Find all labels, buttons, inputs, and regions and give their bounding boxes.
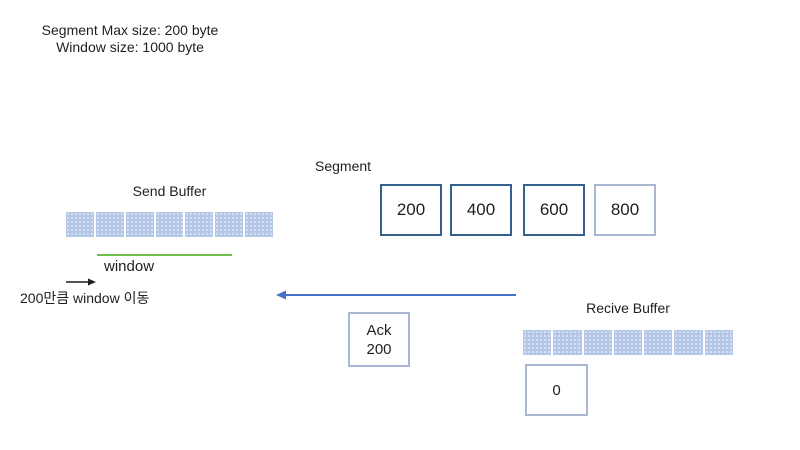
buffer-cell	[583, 330, 612, 355]
window-range-line	[97, 254, 232, 256]
receive-buffer-cells	[523, 330, 733, 355]
window-size-text: Window size: 1000 byte	[56, 39, 204, 55]
buffer-cell	[644, 330, 673, 355]
expected-seq-box: 0	[525, 364, 588, 416]
send-buffer-cells	[66, 212, 274, 237]
buffer-cell	[553, 330, 582, 355]
buffer-cell	[704, 330, 733, 355]
buffer-cell	[523, 330, 552, 355]
buffer-cell	[125, 212, 154, 237]
buffer-cell	[215, 212, 244, 237]
segment-label: Segment	[315, 158, 372, 174]
window-move-note: 200만큼 window 이동	[20, 290, 150, 306]
ack-box: Ack 200	[348, 312, 410, 367]
segment-box-400: 400	[450, 184, 512, 236]
buffer-cell	[245, 212, 274, 237]
ack-box-line1: Ack	[366, 321, 392, 339]
buffer-cell	[66, 212, 94, 237]
window-move-arrow-icon	[66, 278, 96, 286]
buffer-cell	[155, 212, 184, 237]
header-note: Segment Max size: 200 byte Window size: …	[20, 22, 240, 56]
segment-box-800: 800	[594, 184, 656, 236]
window-label: window	[104, 258, 155, 275]
buffer-cell	[613, 330, 643, 355]
ack-box-line2: 200	[366, 340, 392, 358]
send-buffer-label: Send Buffer	[132, 183, 207, 199]
buffer-cell	[95, 212, 124, 237]
ack-arrow-icon	[276, 290, 516, 300]
segment-max-size-text: Segment Max size: 200 byte	[41, 22, 219, 38]
segment-box-600: 600	[523, 184, 585, 236]
receive-buffer-label: Recive Buffer	[586, 300, 670, 316]
segment-box-200: 200	[380, 184, 442, 236]
buffer-cell	[674, 330, 703, 355]
buffer-cell	[185, 212, 214, 237]
